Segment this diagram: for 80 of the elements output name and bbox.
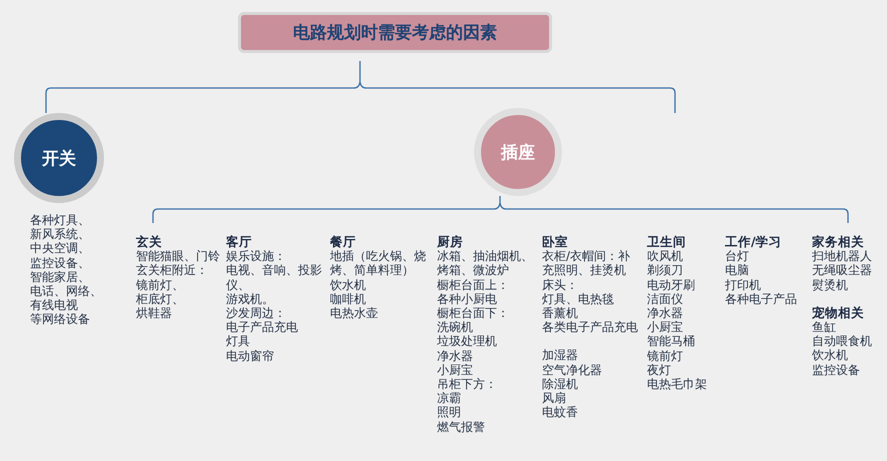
title-text: 电路规划时需要考虑的因素: [293, 22, 497, 44]
list-item-text: 地插（吃火锅、烧烤、简单料理）: [330, 249, 427, 278]
list-item-text: 冰箱、抽油烟机、烤箱、微波炉: [437, 249, 534, 278]
list-item-text: 电热毛巾架: [647, 377, 707, 392]
list-item-text: 各类电子产品充电: [542, 320, 638, 334]
list-item-text: 灯具、电热毯: [542, 292, 614, 306]
list-item-text: 打印机: [725, 278, 761, 292]
list-item-text: 监控设备: [812, 362, 860, 377]
heading-text: 厨房: [437, 235, 463, 250]
heading-text: 客厅: [226, 235, 252, 250]
list-item-text: 各种灯具、: [30, 213, 90, 228]
list-item-text: 吹风机: [647, 249, 683, 264]
list-item-text: 洗碗机: [437, 320, 473, 334]
heading-text: 餐厅: [330, 235, 356, 250]
list-item-text: 橱柜台面下：: [437, 306, 509, 320]
title-box: [238, 12, 552, 53]
list-item-text: 净水器: [437, 348, 473, 363]
list-item-text: 燃气报警: [437, 420, 485, 434]
list-item-text: 小厨宝: [437, 362, 473, 378]
heading-text: 玄关: [136, 235, 162, 250]
list-item-text: 烘鞋器: [136, 306, 172, 320]
list-item-text: 凉霸: [437, 391, 461, 406]
heading-text: 卧室: [542, 235, 568, 250]
list-item-text: 各种电子产品: [725, 292, 797, 306]
list-item-text: 游戏机。: [226, 292, 274, 306]
list-item-text: 娱乐设施：: [226, 249, 286, 264]
list-item-text: 电动窗帘: [226, 348, 274, 363]
list-item-text: 鱼缸: [812, 320, 836, 334]
list-item-text: 智能家居、: [30, 270, 90, 284]
heading-text: 卫生间: [647, 235, 686, 250]
list-item-text: 有线电视: [30, 298, 78, 312]
list-item-text: 电视、音响、投影仪、: [226, 263, 323, 292]
list-item-text: 玄关柜附近：: [136, 263, 208, 278]
list-item-text: 空气净化器: [542, 362, 602, 377]
list-item-text: 自动喂食机: [812, 334, 872, 348]
list-item-text: 照明: [437, 405, 461, 420]
list-item-text: 剃须刀: [647, 263, 683, 278]
list-item-text: 橱柜台面上：: [437, 278, 509, 292]
list-item-text: 中央空调、: [30, 241, 90, 256]
list-item-text: 智能马桶: [647, 334, 695, 349]
list-item-text: 衣柜/衣帽间：补充照明、挂烫机: [542, 249, 632, 278]
list-item-text: 灯具: [226, 334, 250, 349]
list-item-text: 无绳吸尘器: [812, 263, 872, 278]
list-item-text: 吊柜下方：: [437, 377, 497, 392]
node-label: 开关: [42, 148, 76, 170]
list-item-text: 风扇: [542, 391, 566, 406]
list-item-text: 镜前灯、: [136, 278, 184, 292]
list-item-text: 垃圾处理机: [437, 334, 497, 349]
heading-text: 家务相关: [812, 235, 864, 250]
list-item-text: 电话、网络、: [30, 284, 102, 298]
list-item-text: 除湿机: [542, 376, 578, 392]
node-label: 插座: [501, 142, 535, 164]
list-item-text: 柜底灯、: [136, 292, 184, 306]
list-item-text: 洁面仪: [647, 292, 683, 306]
list-item-text: 电蚊香: [542, 405, 578, 420]
list-item-text: 床头：: [542, 278, 578, 292]
list-item-text: 监控设备、: [30, 256, 90, 270]
list-item-text: 新风系统、: [30, 227, 90, 242]
heading-text: 宠物相关: [812, 306, 864, 320]
list-item-text: 扫地机器人: [812, 249, 872, 264]
list-item-text: 智能猫眼、门铃: [136, 249, 220, 264]
list-item-text: 电子产品充电: [226, 320, 298, 334]
list-item-text: 沙发周边：: [226, 306, 286, 320]
list-item-text: 台灯: [725, 249, 749, 264]
list-item-text: 小厨宝: [647, 320, 683, 334]
list-item-text: 各种小厨电: [437, 292, 497, 306]
list-item-text: 电脑: [725, 263, 749, 278]
list-item-text: 电动牙刷: [647, 278, 695, 292]
list-item-text: 咖啡机: [330, 292, 366, 306]
list-item-text: 电热水壶: [330, 306, 378, 320]
list-item-text: 镜前灯: [647, 348, 683, 363]
heading-text: 工作/学习: [725, 235, 782, 250]
list-item-text: 香薰机: [542, 306, 578, 320]
list-item-text: 熨烫机: [812, 278, 848, 292]
list-item-text: 净水器: [647, 306, 683, 320]
list-item-text: 饮水机: [330, 278, 366, 292]
list-item-text: 加湿器: [542, 348, 578, 363]
list-item-text: 夜灯: [647, 362, 671, 378]
list-item-text: 饮水机: [812, 348, 848, 363]
list-item-text: 等网络设备: [30, 312, 90, 327]
